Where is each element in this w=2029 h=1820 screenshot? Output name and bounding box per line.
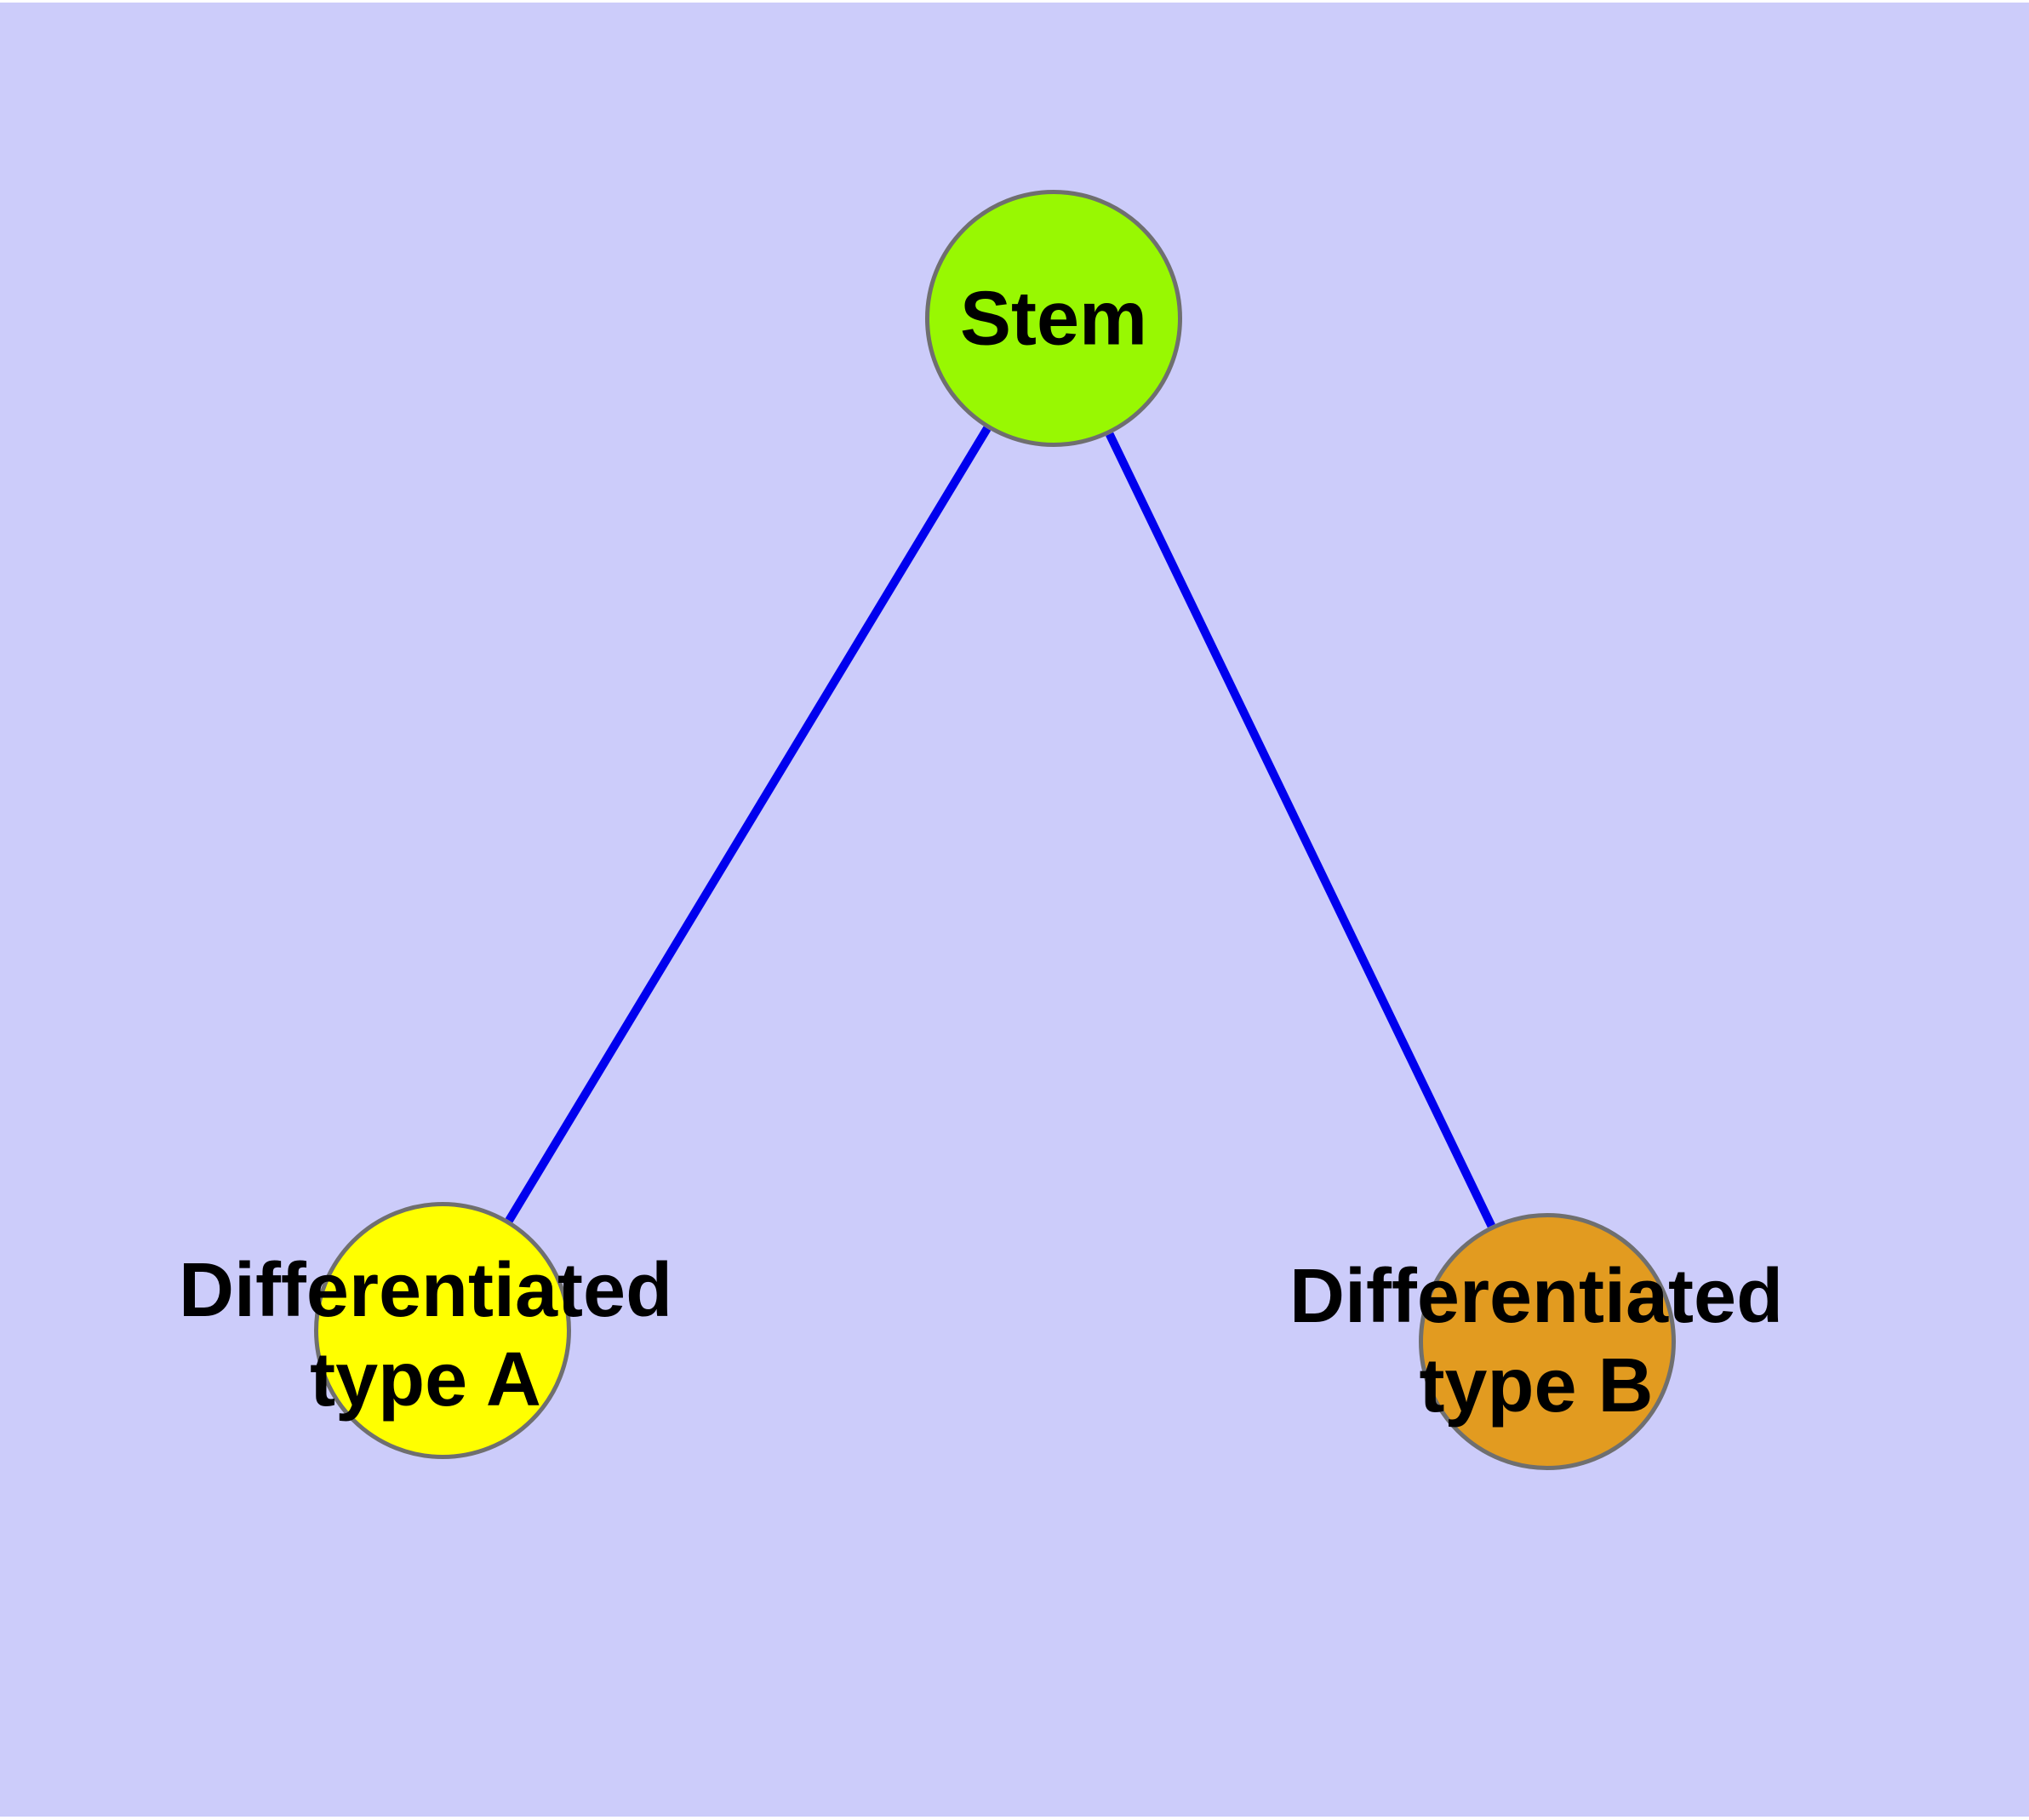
bottom-margin [0, 1817, 2029, 1820]
node-type-a-circle [314, 1202, 571, 1459]
top-margin [0, 0, 2029, 3]
node-type-b-label-line: Differentiated [1289, 1254, 1784, 1339]
node-type-a-label-line: type A [310, 1337, 541, 1422]
edge-stem-type-a [505, 426, 992, 1223]
node-stem-label-line: Stem [959, 276, 1148, 362]
node-type-b-circle [1419, 1213, 1676, 1470]
node-stem-label: Stem [960, 275, 1147, 364]
node-stem-circle [925, 190, 1182, 447]
node-type-a-label-line: Differentiated [178, 1248, 673, 1333]
node-type-b-label-line: type B [1419, 1343, 1654, 1428]
edge-stem-type-b [1106, 432, 1495, 1228]
